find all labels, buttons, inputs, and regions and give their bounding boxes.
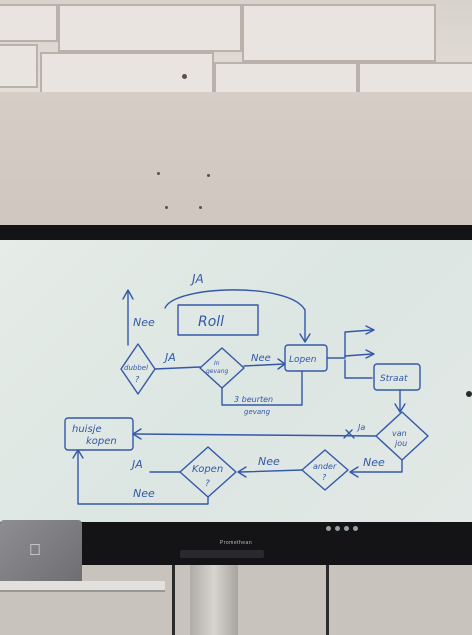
- cable: [326, 565, 329, 635]
- edge: [243, 363, 285, 367]
- wall-mark: [157, 172, 160, 175]
- status-dot: [353, 526, 358, 531]
- wall: [0, 92, 472, 232]
- table: [0, 581, 165, 592]
- label-huisje: huisje: [72, 424, 102, 435]
- roll-box: [177, 304, 259, 336]
- arrowhead: [122, 289, 134, 300]
- arrowhead: [394, 403, 406, 413]
- status-dot: [344, 526, 349, 531]
- ceiling-tile: [242, 4, 436, 62]
- display-brand: Promethean: [219, 540, 253, 546]
- label-ander-q: ?: [322, 473, 327, 482]
- dubbel-diamond: [120, 343, 156, 395]
- edge: [77, 451, 209, 505]
- ceiling-tile: [0, 4, 58, 42]
- huisje-kopen-box: [64, 417, 134, 451]
- label-nee-bottom-right: Nee: [363, 456, 385, 469]
- edge: [326, 329, 373, 359]
- label-ja-bottom: JA: [130, 458, 143, 471]
- ceiling: [0, 0, 472, 104]
- label-kopen-q: Kopen: [192, 464, 223, 475]
- label-nee-bottom-left: Nee: [133, 487, 155, 500]
- label-kopen-mark: ?: [205, 479, 210, 489]
- label-in: In: [214, 360, 220, 367]
- ceiling-tile: [0, 44, 38, 88]
- status-dot: [326, 526, 331, 531]
- label-straat: Straat: [380, 374, 408, 384]
- display-front-panel[interactable]: [180, 550, 264, 558]
- wall-mark: [199, 206, 202, 209]
- edge: [221, 371, 303, 406]
- edge: [154, 366, 201, 370]
- loop-arrow: [164, 289, 306, 341]
- arrowhead: [237, 466, 247, 478]
- label-gevang: gevang: [206, 368, 229, 375]
- label-nee-mid: Nee: [251, 353, 271, 364]
- label-van: van: [392, 429, 407, 438]
- screen-edge-mark: [466, 391, 472, 397]
- edge: [344, 353, 373, 357]
- label-nee-left: Nee: [133, 316, 155, 329]
- label-ja-top: JA: [190, 272, 204, 286]
- arrowhead: [72, 449, 84, 459]
- display-status-icons: [326, 526, 358, 531]
- apple-logo-icon: : [26, 542, 44, 560]
- display-stand: [190, 565, 238, 635]
- scribble: [343, 429, 355, 439]
- edge: [351, 459, 403, 473]
- wall-mark: [165, 206, 168, 209]
- wall-mark: [207, 174, 210, 177]
- ceiling-tile: [58, 4, 242, 52]
- laptop: : [0, 520, 82, 582]
- edge: [239, 469, 303, 473]
- ceiling-sensor: [182, 74, 187, 79]
- arrowhead: [349, 466, 359, 478]
- straat-box: [373, 363, 421, 391]
- label-lopen: Lopen: [289, 355, 317, 365]
- label-bevrijd: 3 beurten: [234, 395, 273, 404]
- cable: [172, 565, 175, 635]
- status-dot: [335, 526, 340, 531]
- label-ja-right: Ja: [356, 423, 365, 432]
- whiteboard-screen: JA Nee Roll dubbel ? JA In gevang Nee Lo…: [0, 240, 472, 522]
- label-kopen: kopen: [86, 436, 117, 447]
- label-ja-mid: JA: [163, 351, 176, 364]
- arrowhead: [365, 349, 375, 359]
- label-jou: jou: [394, 439, 407, 448]
- label-roll: Roll: [198, 314, 224, 330]
- label-gevang-2: gevang: [244, 408, 271, 416]
- arrowhead: [365, 325, 375, 335]
- arrowhead: [299, 333, 311, 343]
- flowchart-sketch: JA Nee Roll dubbel ? JA In gevang Nee Lo…: [64, 272, 429, 505]
- label-dubbel-q: ?: [135, 375, 140, 384]
- label-ander: ander: [313, 462, 337, 471]
- ander-diamond: [301, 449, 349, 491]
- label-dubbel: dubbel: [124, 364, 148, 372]
- edge: [134, 433, 377, 437]
- edge: [344, 359, 373, 379]
- label-nee-bottom-mid: Nee: [258, 455, 280, 468]
- ceiling-tile: [40, 52, 214, 96]
